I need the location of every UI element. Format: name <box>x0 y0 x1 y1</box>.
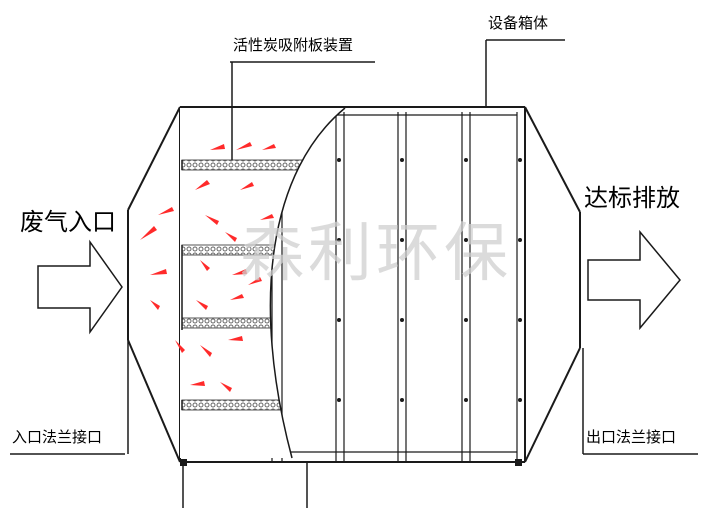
outlet-arrow-icon <box>587 229 681 331</box>
cutaway-edge <box>269 107 346 459</box>
activated-carbon-label: 活性炭吸附板装置 <box>233 36 354 54</box>
support-feet <box>180 459 522 466</box>
carbon-plate-3 <box>181 317 303 329</box>
waste-gas-inlet-label: 废气入口 <box>20 208 116 236</box>
inlet-arrow-icon <box>37 239 123 335</box>
carbon-plate-1 <box>181 159 303 171</box>
leader-lines <box>10 39 698 455</box>
equipment-box-label: 设备箱体 <box>488 14 549 32</box>
discharge-label: 达标排放 <box>584 184 680 212</box>
panel-bolts <box>337 158 522 402</box>
watermark-text: 森利环保 <box>240 217 512 291</box>
carbon-plate-4 <box>181 399 303 411</box>
outlet-flange-label: 出口法兰接口 <box>586 428 677 446</box>
inlet-flange-label: 入口法兰接口 <box>12 428 103 446</box>
airflow-arrows <box>140 142 276 392</box>
